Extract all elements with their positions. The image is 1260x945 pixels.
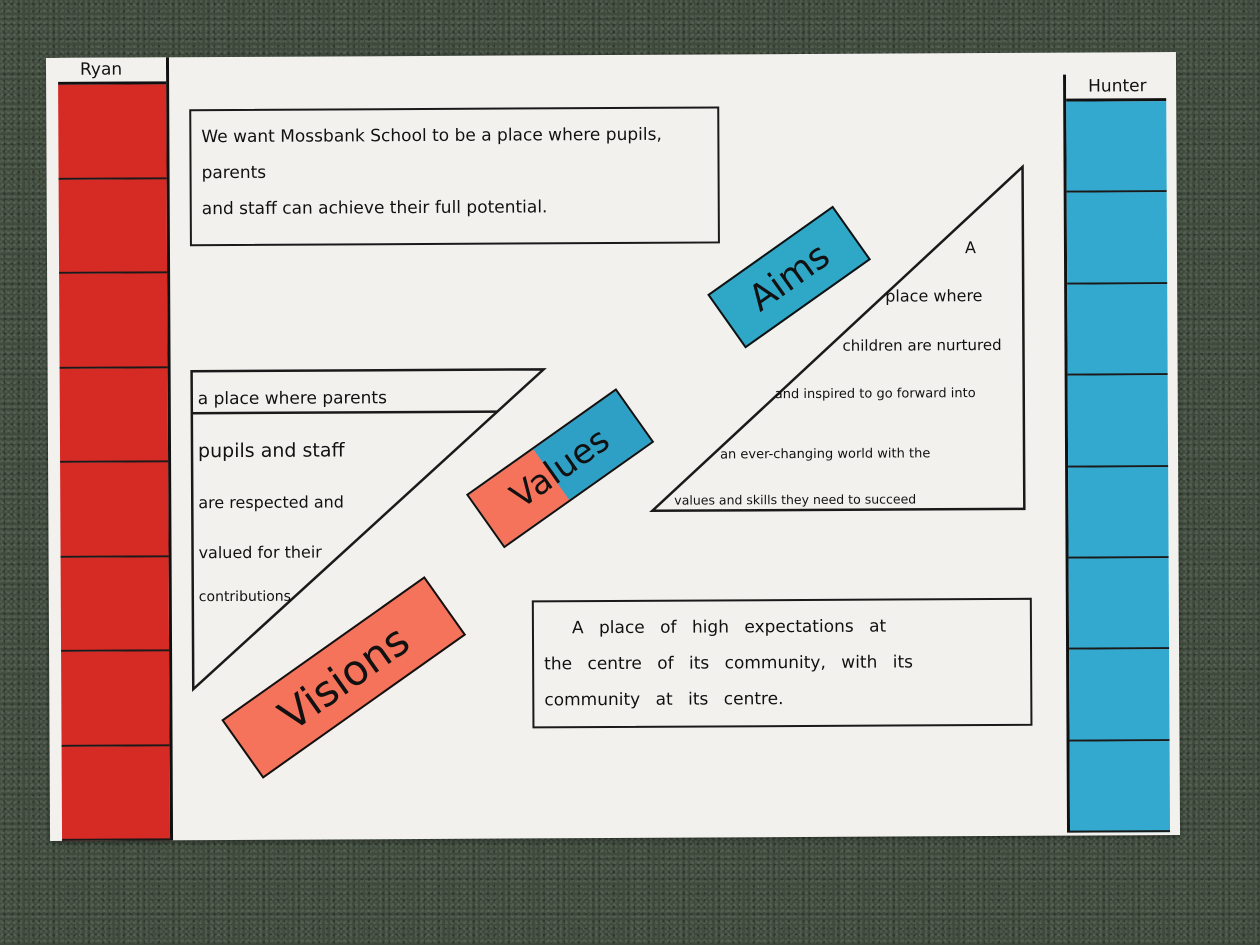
values-triangle bbox=[190, 368, 547, 693]
strip-cell bbox=[1066, 101, 1167, 193]
strip-cell bbox=[1068, 557, 1170, 650]
strip-cell bbox=[60, 556, 170, 652]
text-line: A bbox=[964, 238, 976, 258]
strip-cell bbox=[59, 273, 168, 369]
text-line: We want Mossbank School to be a place wh… bbox=[201, 124, 662, 184]
text-line: values and skills they need to succeed bbox=[674, 491, 917, 508]
poster-paper: Ryan Hunter We want Mossbank School to b… bbox=[45, 52, 1181, 841]
strip-cell bbox=[1066, 192, 1168, 285]
text-line: children are nurtured bbox=[842, 335, 1002, 355]
left-strip-name: Ryan bbox=[57, 57, 167, 85]
strip-cell bbox=[58, 178, 168, 274]
strip-cell bbox=[1069, 649, 1170, 742]
strip-cell bbox=[61, 745, 171, 841]
right-strip-name: Hunter bbox=[1066, 74, 1167, 102]
text-line: and inspired to go forward into bbox=[774, 386, 976, 403]
text-line: are respected and bbox=[198, 492, 344, 513]
text-line: A place of high expectations at bbox=[571, 616, 887, 639]
strip-cell bbox=[1067, 283, 1168, 376]
strip-cell bbox=[58, 84, 167, 180]
right-name-strip: Hunter bbox=[1063, 74, 1171, 833]
text-line: valued for their bbox=[198, 542, 322, 563]
text-line: and staff can achieve their full potenti… bbox=[201, 197, 548, 220]
aims-triangle bbox=[649, 163, 1026, 513]
strip-cell bbox=[61, 651, 170, 747]
text-line: an ever-changing world with the bbox=[720, 446, 931, 463]
text-line: the centre of its community, with its bbox=[544, 652, 914, 675]
strip-cell bbox=[59, 367, 169, 463]
strip-cell bbox=[1069, 740, 1171, 833]
left-name-strip: Ryan bbox=[57, 57, 174, 841]
text-line: pupils and staff bbox=[197, 439, 345, 463]
aims-statement-box: A place of high expectations at the cent… bbox=[531, 597, 1033, 729]
text-line: community at its centre. bbox=[544, 689, 784, 711]
text-line: a place where parents bbox=[197, 388, 387, 410]
strip-cell bbox=[60, 462, 169, 558]
text-line: place where bbox=[885, 286, 983, 306]
strip-cell bbox=[1067, 375, 1169, 468]
strip-cell bbox=[1068, 466, 1169, 559]
text-line: contributions bbox=[198, 588, 291, 606]
vision-statement-box: We want Mossbank School to be a place wh… bbox=[189, 106, 720, 247]
